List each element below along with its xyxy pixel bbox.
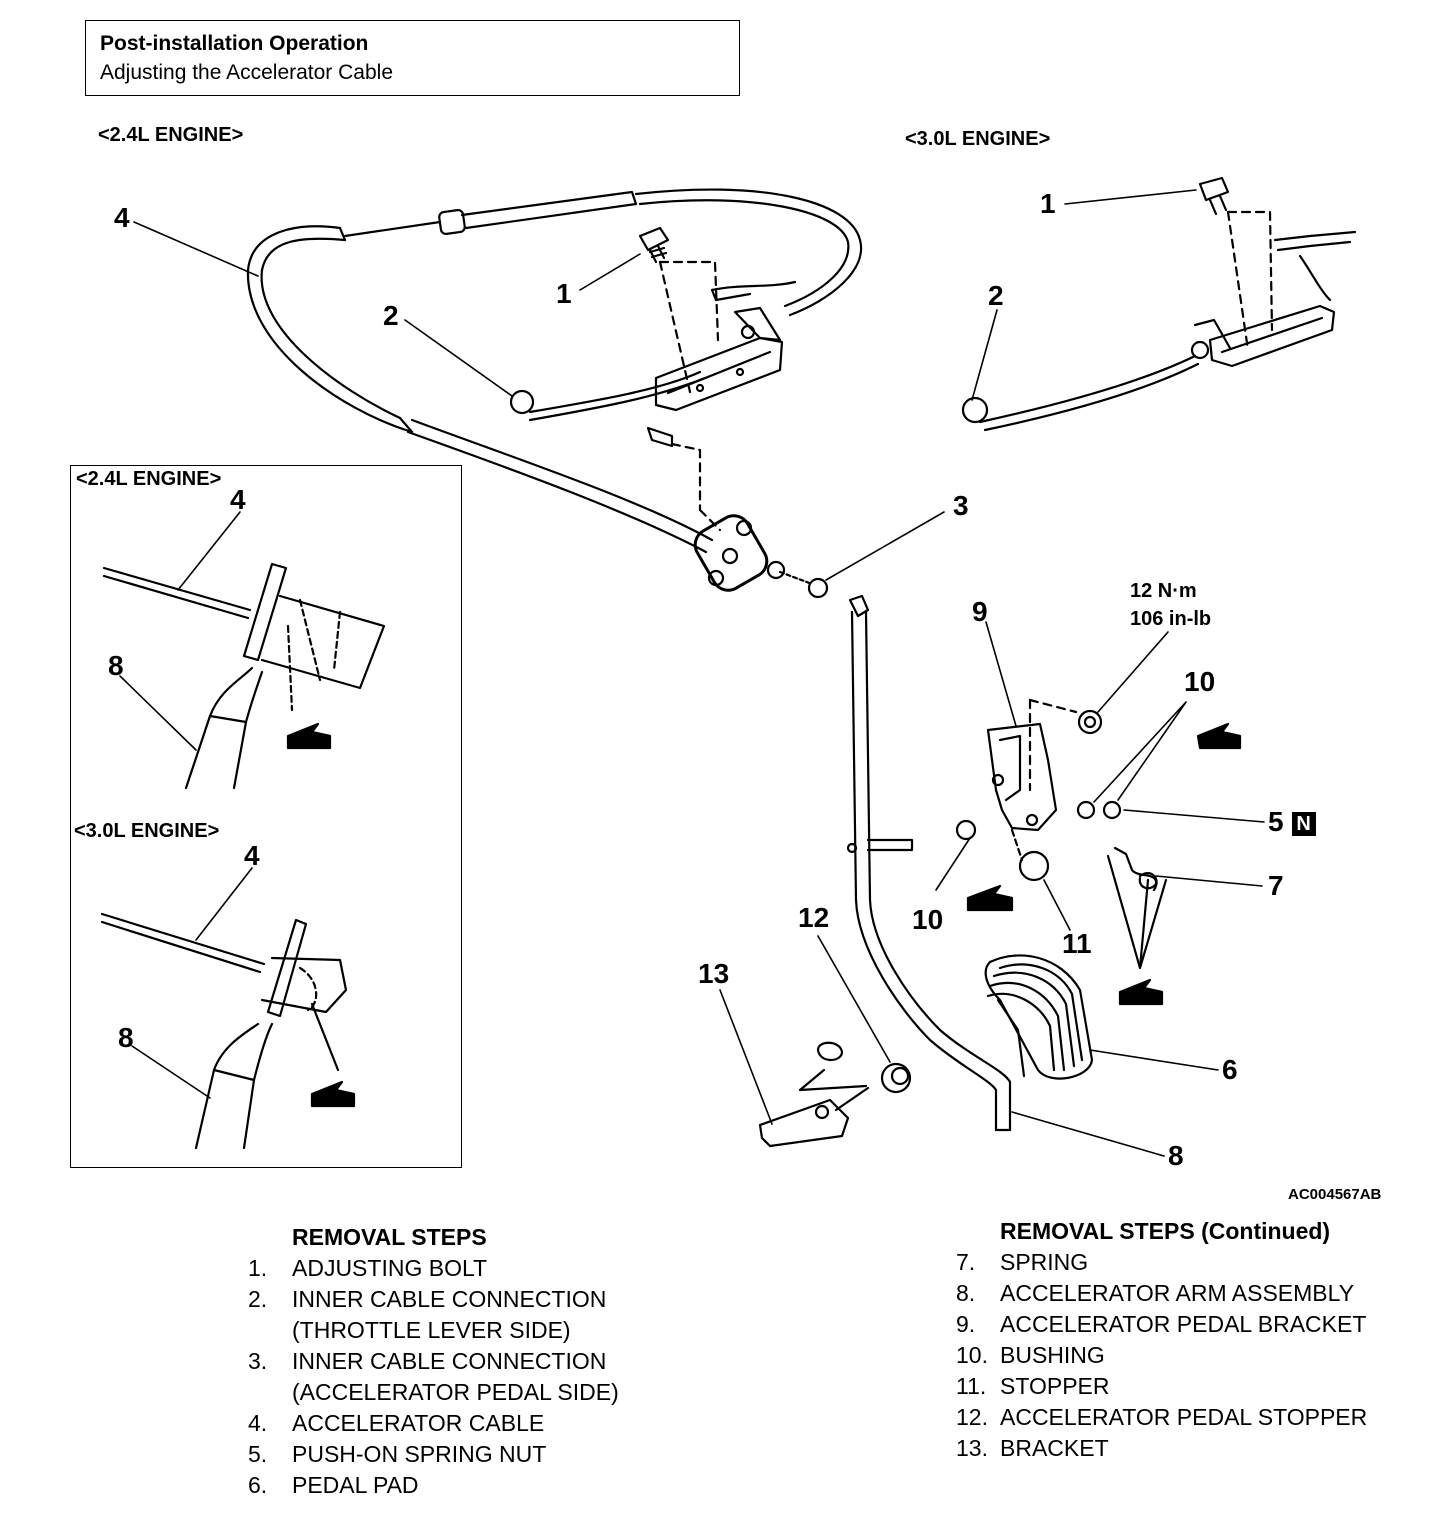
callout-10-lower: 10 [912, 904, 944, 935]
leader-lines [119, 189, 1265, 1157]
callout-9: 9 [972, 596, 988, 627]
bracket-nut [1077, 709, 1103, 735]
removal-step-1: 1.ADJUSTING BOLT [248, 1255, 488, 1281]
removal-step-9: 9.ACCELERATOR PEDAL BRACKET [956, 1311, 1367, 1337]
callout-2-30l: 2 [988, 280, 1004, 311]
callout-7: 7 [1268, 870, 1284, 901]
inset-engine-label-30l: <3.0L ENGINE> [74, 820, 220, 842]
torque-inlb: 106 in-lb [1130, 608, 1212, 630]
engine-label-24l: <2.4L ENGINE> [98, 124, 244, 146]
inset-callout-8-24l: 8 [108, 650, 124, 681]
adjusting-bolt-24l [638, 226, 670, 264]
callout-3: 3 [953, 490, 969, 521]
callout-8: 8 [1168, 1140, 1184, 1171]
accelerator-arm-assembly [846, 594, 1012, 1132]
pedal-pad [984, 954, 1094, 1080]
note-box: Post-installation Operation Adjusting th… [85, 20, 740, 96]
removal-step-8: 8.ACCELERATOR ARM ASSEMBLY [956, 1280, 1355, 1306]
removal-step-3-cont: (ACCELERATOR PEDAL SIDE) [292, 1379, 619, 1405]
inset-callout-4-24l: 4 [230, 484, 246, 515]
removal-step-3: 3.INNER CABLE CONNECTION [248, 1348, 607, 1374]
torque-nm: 12 N·m [1130, 580, 1197, 602]
engine-label-30l: <3.0L ENGINE> [905, 128, 1051, 150]
note-subtitle: Adjusting the Accelerator Cable [100, 61, 394, 84]
removal-step-13: 13.BRACKET [956, 1435, 1109, 1461]
callout-11: 11 [1062, 928, 1092, 959]
removal-step-6: 6.PEDAL PAD [248, 1472, 419, 1498]
inset-callout-8-30l: 8 [118, 1022, 134, 1053]
callout-10-upper: 10 [1184, 666, 1216, 697]
callout-1-24l: 1 [556, 278, 572, 309]
throttle-bracket-30l [961, 176, 1357, 432]
removal-steps-heading: REMOVAL STEPS [292, 1224, 487, 1250]
removal-step-5: 5.PUSH-ON SPRING NUT [248, 1441, 547, 1467]
callout-4: 4 [114, 202, 130, 233]
callout-2-24l: 2 [383, 300, 399, 331]
inset-callout-4-30l: 4 [244, 840, 260, 871]
removal-step-4: 4.ACCELERATOR CABLE [248, 1410, 545, 1436]
inset-detail-30l [100, 912, 348, 1150]
removal-step-2-cont: (THROTTLE LEVER SIDE) [292, 1317, 571, 1343]
inset-engine-label-24l: <2.4L ENGINE> [76, 468, 222, 490]
throttle-bracket-24l [509, 260, 797, 422]
note-title: Post-installation Operation [100, 32, 369, 55]
callout-6: 6 [1222, 1054, 1238, 1085]
removal-steps-continued-heading: REMOVAL STEPS (Continued) [1000, 1218, 1331, 1244]
inset-detail-24l [102, 562, 386, 790]
removal-step-7: 7.SPRING [956, 1249, 1089, 1275]
callout-12: 12 [798, 902, 830, 933]
removal-step-10: 10.BUSHING [956, 1342, 1105, 1368]
callout-13: 13 [698, 958, 730, 989]
callout-1-30l: 1 [1040, 188, 1056, 219]
removal-step-11: 11.STOPPER [956, 1373, 1110, 1399]
accelerator-pedal-bracket [986, 698, 1078, 862]
grease-icons [286, 722, 1242, 1108]
accelerator-cable-24l [246, 188, 863, 554]
figure-id: AC004567AB [1288, 1186, 1382, 1203]
callout-5-number: 5 [1268, 806, 1284, 837]
bushings [955, 800, 1122, 882]
spring [1106, 846, 1168, 970]
pedal-stopper-and-bracket [758, 1041, 912, 1148]
removal-step-12: 12.ACCELERATOR PEDAL STOPPER [956, 1404, 1368, 1430]
new-part-badge: N [1291, 811, 1316, 836]
cable-pedal-connection [646, 426, 829, 599]
torque-spec: 12 N·m 106 in-lb [1130, 577, 1211, 633]
removal-step-2: 2.INNER CABLE CONNECTION [248, 1286, 607, 1312]
inset-box [70, 465, 462, 1168]
